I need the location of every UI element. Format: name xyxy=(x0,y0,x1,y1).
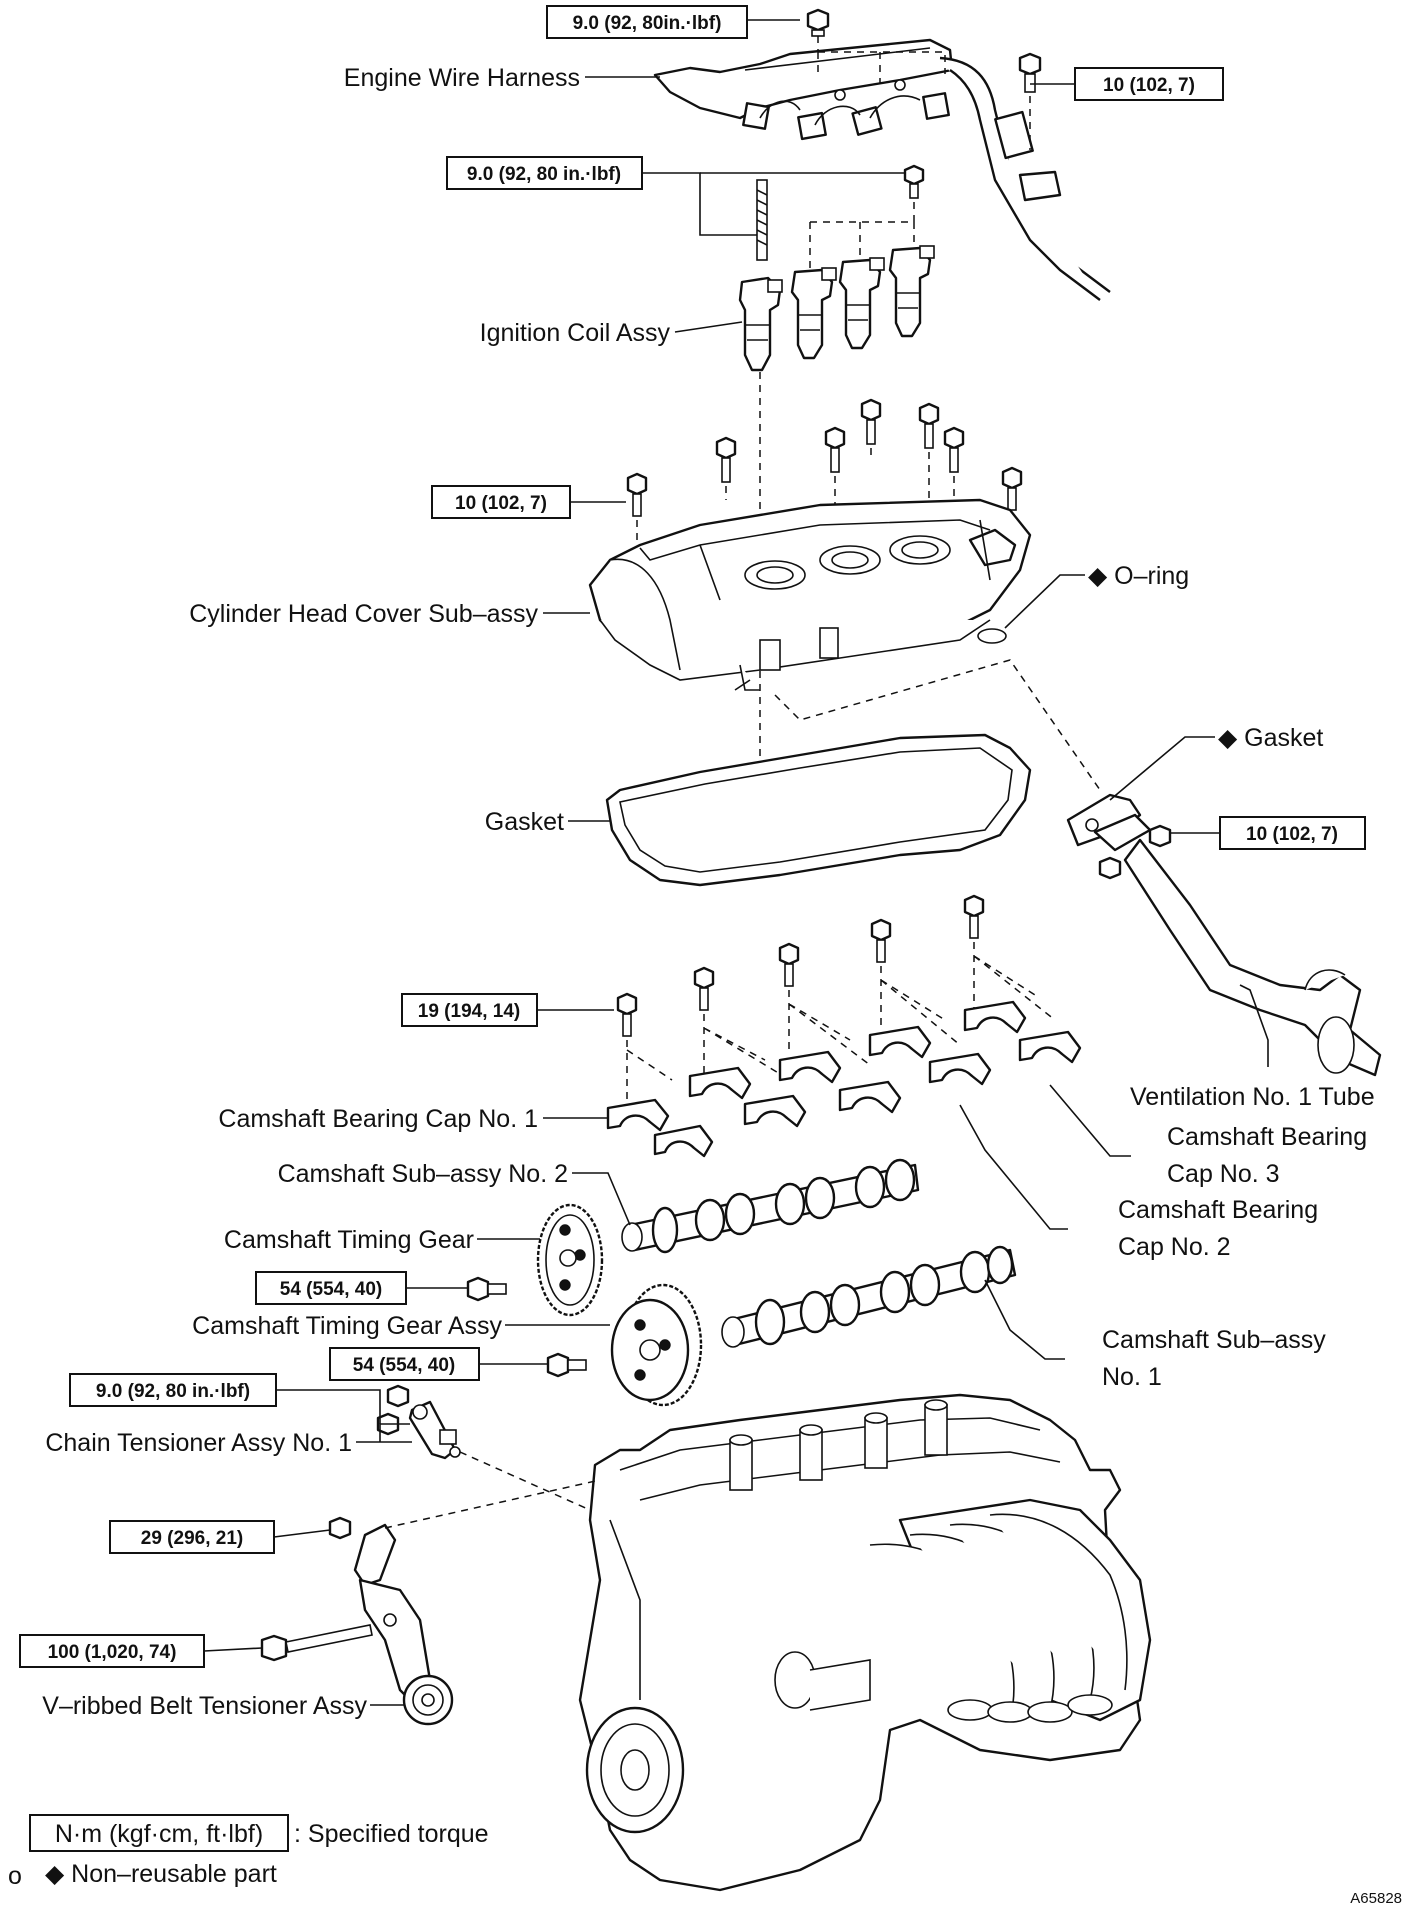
label-engine-wire-harness: Engine Wire Harness xyxy=(344,64,580,92)
legend-non-reusable: ◆ Non–reusable part xyxy=(45,1860,277,1888)
legend: N·m (kgf·cm, ft·lbf) : Specified torque … xyxy=(8,1814,489,1890)
tube-nut-icon-2 xyxy=(1098,856,1122,880)
harness-nut-icon xyxy=(806,8,830,37)
torque-spec-timing-gear-assy: 54 (554, 40) xyxy=(329,1347,480,1381)
label-chain-tensioner: Chain Tensioner Assy No. 1 xyxy=(45,1429,352,1457)
cylinder-head-cover-drawing xyxy=(588,498,1032,691)
belt-tensioner-bolt-icon xyxy=(260,1624,373,1662)
svg-text:100 (1,020, 74): 100 (1,020, 74) xyxy=(48,1642,177,1663)
label-ignition-coil-assy: Ignition Coil Assy xyxy=(480,319,671,347)
camshaft-no1-drawing xyxy=(721,1245,1017,1348)
figure-code: A65828 xyxy=(1350,1890,1402,1907)
ventilation-tube-drawing xyxy=(1066,793,1382,1077)
idler-nut-icon xyxy=(328,1516,352,1540)
legend-unit-text: N·m (kgf·cm, ft·lbf) xyxy=(55,1820,263,1848)
svg-text:9.0 (92, 80 in.·lbf): 9.0 (92, 80 in.·lbf) xyxy=(96,1381,250,1402)
bearing-cap-bolt-icons xyxy=(616,894,985,1037)
leader-lines xyxy=(203,19,1269,1706)
torque-spec-cover: 10 (102, 7) xyxy=(431,485,571,519)
label-timing-gear-assy: Camshaft Timing Gear Assy xyxy=(192,1312,502,1340)
chain-tensioner-drawing xyxy=(408,1400,461,1460)
torque-spec-belt-tensioner: 100 (1,020, 74) xyxy=(19,1634,205,1668)
torque-spec-coil: 9.0 (92, 80 in.·lbf) xyxy=(446,156,643,190)
chain-tensioner-nut-icon-1 xyxy=(386,1384,410,1408)
label-camshaft-1-line2: No. 1 xyxy=(1102,1363,1162,1391)
legend-specified-torque: : Specified torque xyxy=(294,1820,489,1848)
label-bearing-cap-3-line1: Camshaft Bearing xyxy=(1167,1123,1367,1151)
camshaft-no2-drawing xyxy=(621,1158,920,1254)
timing-gear-bolt-icon xyxy=(466,1276,507,1302)
engine-block-drawing xyxy=(578,1393,1152,1892)
label-camshaft-2: Camshaft Sub–assy No. 2 xyxy=(278,1160,568,1188)
camshaft-timing-gear-assy-drawing xyxy=(610,1283,703,1407)
svg-text:29 (296, 21): 29 (296, 21) xyxy=(141,1528,243,1549)
label-o-ring: ◆ O–ring xyxy=(1088,562,1189,590)
svg-text:54 (554, 40): 54 (554, 40) xyxy=(280,1279,382,1300)
ignition-coil-assy-drawing xyxy=(738,179,935,372)
harness-bolt-icon xyxy=(1018,52,1042,93)
coil-bolt-icon xyxy=(903,164,925,199)
label-gasket-tube: ◆ Gasket xyxy=(1218,724,1323,752)
tube-nut-icon-1 xyxy=(1148,824,1172,848)
svg-text:19 (194, 14): 19 (194, 14) xyxy=(418,1001,520,1022)
legend-unit-box xyxy=(29,1814,289,1852)
svg-text:9.0 (92, 80 in.·lbf): 9.0 (92, 80 in.·lbf) xyxy=(467,164,621,185)
torque-spec-tube: 10 (102, 7) xyxy=(1219,816,1366,850)
torque-spec-chain-tensioner: 9.0 (92, 80 in.·lbf) xyxy=(69,1373,277,1407)
label-timing-gear: Camshaft Timing Gear xyxy=(224,1226,474,1254)
head-cover-gasket-drawing xyxy=(605,733,1032,887)
svg-text:54 (554, 40): 54 (554, 40) xyxy=(353,1355,455,1376)
svg-text:10 (102, 7): 10 (102, 7) xyxy=(1246,824,1338,845)
label-cylinder-head-cover: Cylinder Head Cover Sub–assy xyxy=(189,600,538,628)
torque-spec-bearing-cap: 19 (194, 14) xyxy=(401,993,538,1027)
camshaft-bearing-caps-drawing xyxy=(606,1000,1082,1158)
torque-spec-harness-top: 9.0 (92, 80in.·lbf) xyxy=(546,5,748,39)
legend-bullet: o xyxy=(8,1862,22,1890)
torque-spec-harness-right: 10 (102, 7) xyxy=(1074,67,1224,101)
timing-gear-assy-bolt-icon xyxy=(546,1352,587,1378)
label-bearing-cap-1: Camshaft Bearing Cap No. 1 xyxy=(218,1105,538,1133)
svg-text:10 (102, 7): 10 (102, 7) xyxy=(455,493,547,514)
label-camshaft-1-line1: Camshaft Sub–assy xyxy=(1102,1326,1326,1354)
head-cover-bolt-icons xyxy=(626,398,1023,517)
torque-spec-idler: 29 (296, 21) xyxy=(109,1520,275,1554)
label-ventilation-tube: Ventilation No. 1 Tube xyxy=(1130,1083,1375,1111)
label-bearing-cap-2-line1: Camshaft Bearing xyxy=(1118,1196,1318,1224)
belt-tensioner-drawing xyxy=(353,1523,454,1726)
label-bearing-cap-3-line2: Cap No. 3 xyxy=(1167,1160,1280,1188)
label-gasket-cover: Gasket xyxy=(485,808,564,836)
torque-spec-timing-gear: 54 (554, 40) xyxy=(255,1271,407,1305)
engine-wire-harness-drawing xyxy=(653,38,1111,301)
camshaft-timing-gear-drawing xyxy=(536,1203,604,1317)
label-belt-tensioner: V–ribbed Belt Tensioner Assy xyxy=(42,1692,367,1720)
svg-text:10 (102, 7): 10 (102, 7) xyxy=(1103,75,1195,96)
svg-text:9.0 (92, 80in.·lbf): 9.0 (92, 80in.·lbf) xyxy=(573,13,722,34)
label-bearing-cap-2-line2: Cap No. 2 xyxy=(1118,1233,1231,1261)
o-ring-icon xyxy=(977,628,1007,644)
